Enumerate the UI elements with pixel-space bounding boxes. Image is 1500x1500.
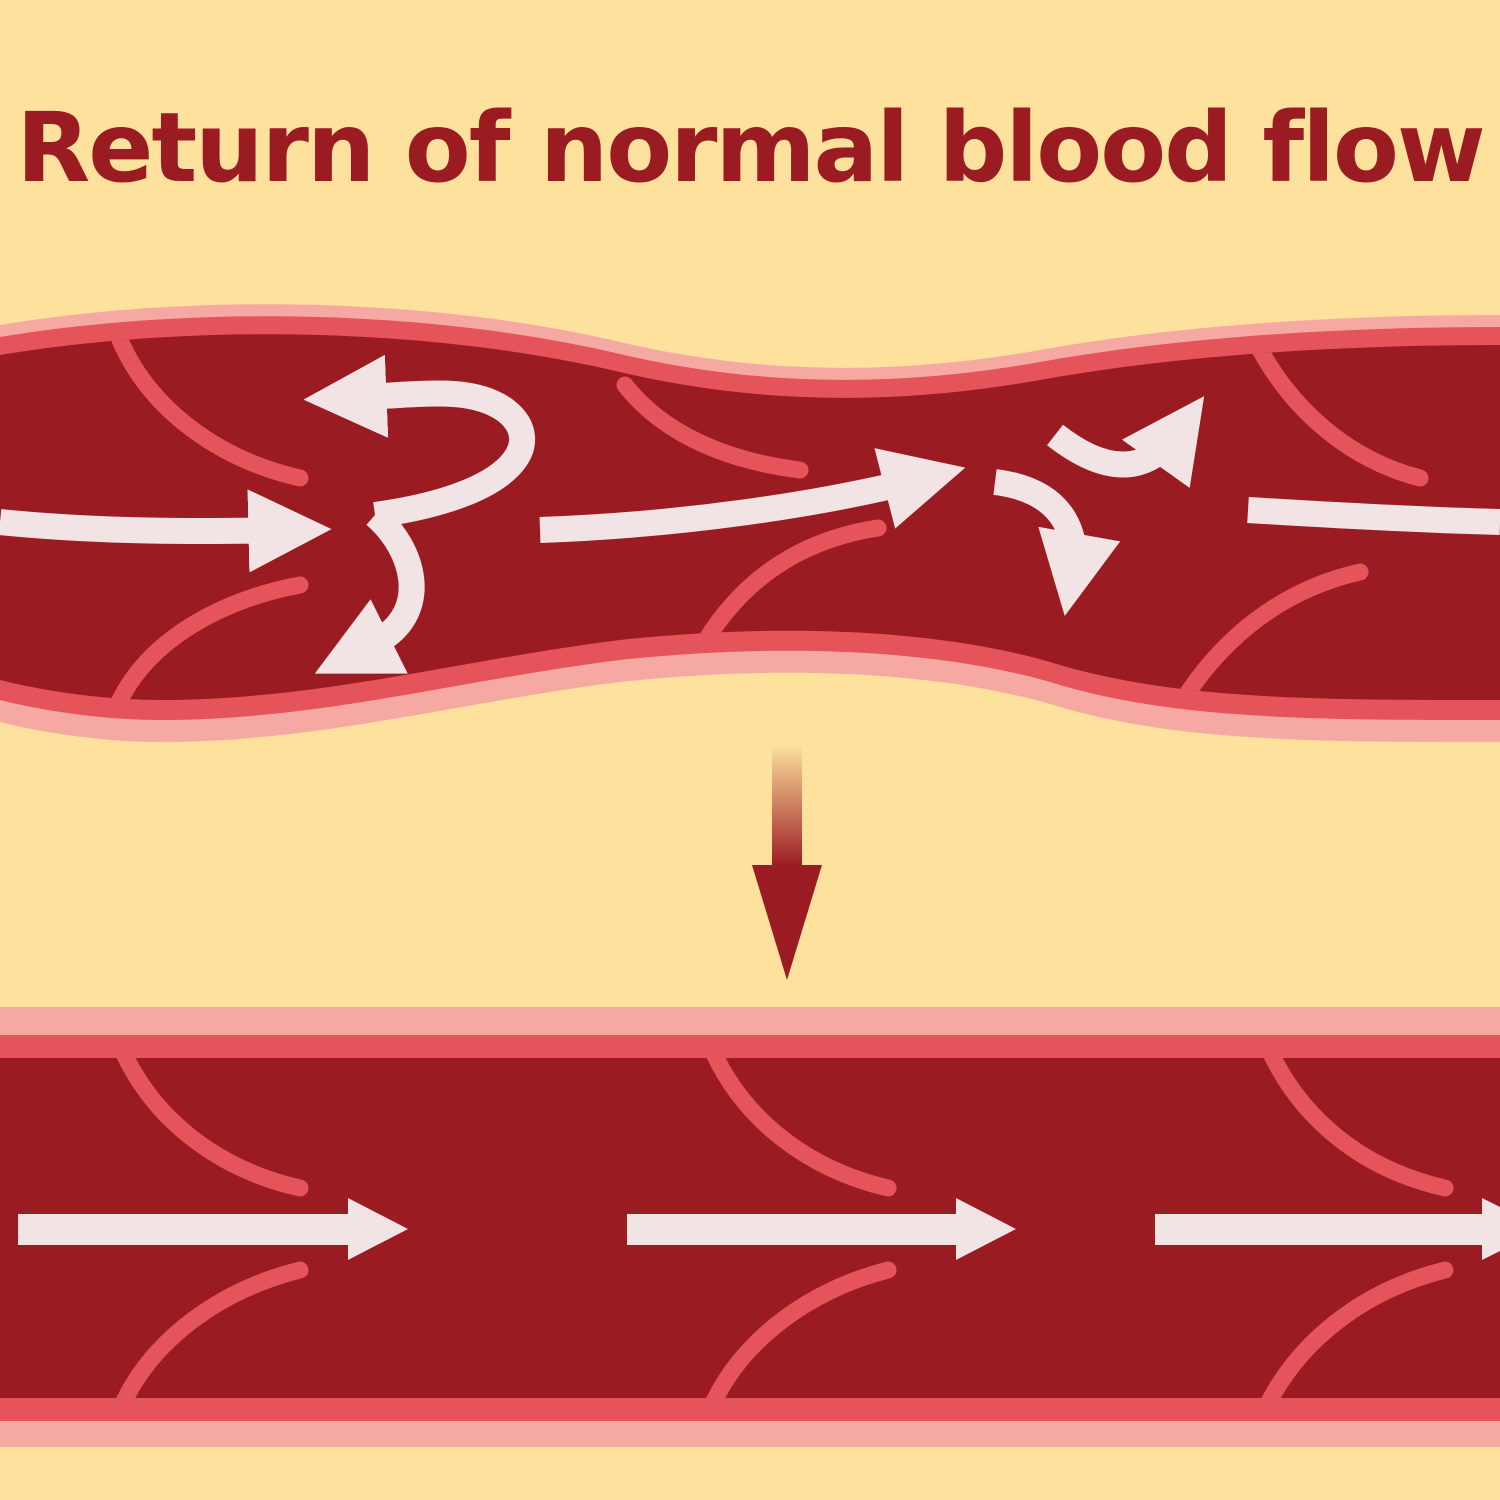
- flow-arrow-icon: [314, 505, 425, 674]
- flow-arrow-icon: [1155, 1198, 1500, 1260]
- diagram-title: Return of normal blood flow: [16, 92, 1485, 204]
- laminar-vessel: [0, 1007, 1500, 1447]
- valve-leaflet: [1246, 334, 1429, 487]
- flow-arrow-icon: [539, 448, 966, 543]
- flow-arrow-icon: [303, 354, 536, 528]
- valve-leaflet: [1171, 563, 1369, 700]
- valve-leaflet: [706, 1261, 897, 1398]
- flow-arrow-icon: [1247, 497, 1500, 535]
- valve-leaflet: [616, 376, 809, 479]
- valve-leaflet: [116, 1058, 309, 1197]
- valve-leaflet: [1261, 1261, 1454, 1398]
- flow-arrow-icon: [627, 1198, 1016, 1260]
- valve-leaflet: [1263, 1058, 1454, 1197]
- valve-leaflet: [706, 1058, 897, 1197]
- turbulent-vessel: [0, 304, 1500, 742]
- flow-arrow-icon: [1046, 396, 1205, 489]
- flow-arrow-icon: [0, 489, 332, 573]
- flow-arrow-icon: [18, 1198, 408, 1260]
- valve-leaflet: [691, 519, 887, 659]
- valve-leaflet: [116, 1261, 309, 1398]
- down-arrow-icon: [752, 745, 822, 980]
- valve-leaflet: [111, 334, 309, 487]
- flow-arrow-icon: [993, 469, 1121, 616]
- valve-leaflet: [111, 576, 309, 700]
